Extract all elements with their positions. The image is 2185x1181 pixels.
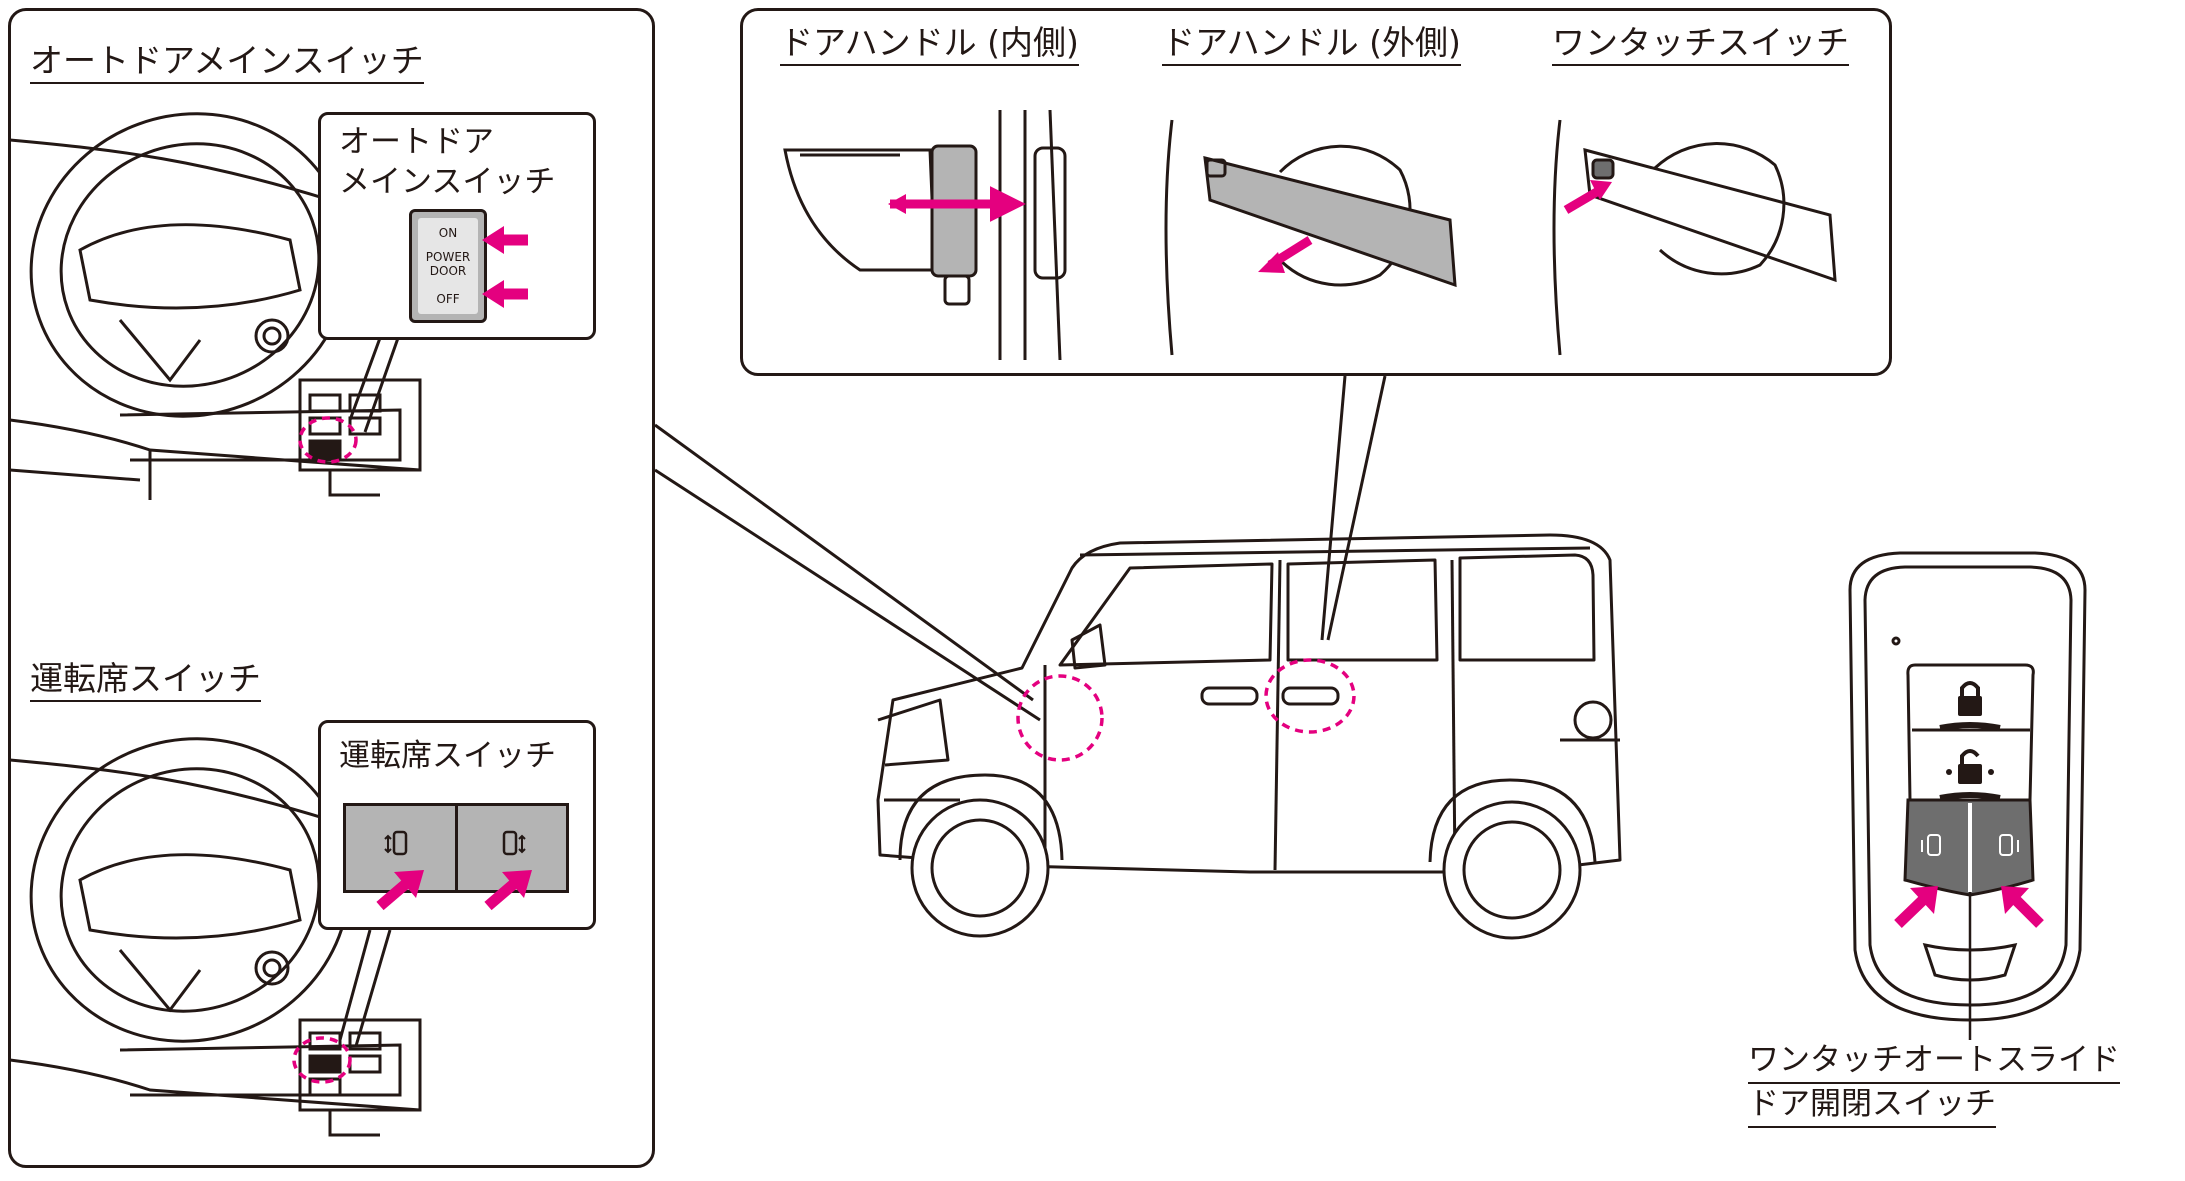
driver-switch-leader-line bbox=[338, 929, 392, 1047]
fob-right-door-icon bbox=[1999, 834, 2019, 856]
left-panel-leader-lower bbox=[654, 468, 1041, 722]
top-panel-leader-left bbox=[1320, 375, 1347, 641]
main-switch-heading: オートドアメインスイッチ bbox=[30, 42, 424, 84]
driver-switch-heading: 運転席スイッチ bbox=[30, 660, 261, 702]
fob-left-arrow bbox=[1894, 894, 1929, 928]
switch-power-label: POWER bbox=[425, 250, 471, 264]
one-touch-heading: ワンタッチスイッチ bbox=[1552, 24, 1849, 66]
one-touch-illustration bbox=[1552, 119, 1837, 356]
main-switch-arrows bbox=[482, 226, 528, 308]
left-panel-leader-upper bbox=[654, 423, 1034, 702]
car-illustration bbox=[876, 533, 1622, 874]
right-door-icon bbox=[502, 830, 526, 856]
switch-door-label: DOOR bbox=[429, 264, 467, 278]
key-fob-label: ワンタッチオートスライド ドア開閉スイッチ bbox=[1748, 1040, 2120, 1128]
dashboard-illustration-bottom bbox=[9, 737, 422, 1137]
power-door-switch[interactable]: ON POWER DOOR OFF bbox=[409, 209, 487, 323]
outer-handle-illustration bbox=[1164, 119, 1457, 356]
main-switch-leader-line bbox=[348, 337, 400, 433]
fob-left-door-icon bbox=[1921, 834, 1941, 856]
dashboard-illustration-top bbox=[9, 112, 422, 500]
switch-on-label: ON bbox=[438, 226, 458, 240]
one-touch-arrowhead bbox=[1590, 180, 1612, 200]
fob-lock-icon bbox=[1958, 681, 1982, 716]
key-fob-label-line2: ドア開閉スイッチ bbox=[1748, 1084, 1996, 1128]
driver-switch-highlight-circle bbox=[292, 1036, 352, 1084]
main-switch-callout: オートドア メインスイッチ ON POWER DOOR OFF bbox=[318, 112, 596, 340]
power-door-switch-face bbox=[418, 218, 478, 314]
main-switch-highlight-circle bbox=[298, 416, 358, 464]
outer-handle-heading: ドアハンドル (外側) bbox=[1162, 24, 1461, 66]
driver-switch-right-door-button[interactable] bbox=[458, 806, 567, 890]
top-panel-leader-right bbox=[1326, 375, 1387, 641]
car-door-handles bbox=[1200, 686, 1340, 706]
driver-switch-arrows bbox=[376, 870, 532, 911]
driver-switch-panel bbox=[343, 803, 569, 893]
inner-handle-illustration bbox=[783, 109, 1067, 361]
driver-switch-left-door-button[interactable] bbox=[346, 806, 458, 890]
key-fob-label-line1: ワンタッチオートスライド bbox=[1748, 1040, 2120, 1084]
fob-right-arrow bbox=[2010, 894, 2044, 928]
key-fob-illustration bbox=[1848, 551, 2087, 1040]
switch-off-label: OFF bbox=[436, 292, 460, 306]
driver-switch-callout-title: 運転席スイッチ bbox=[339, 738, 556, 774]
car-wheels bbox=[910, 798, 1582, 940]
right-door-arrow bbox=[484, 877, 520, 911]
inner-handle-heading: ドアハンドル (内側) bbox=[780, 24, 1079, 66]
main-switch-callout-title-line2: メインスイッチ bbox=[339, 164, 556, 200]
left-door-icon bbox=[384, 830, 408, 856]
car-handle-highlight-circle bbox=[1264, 658, 1356, 734]
fob-left-arrowhead bbox=[1910, 886, 1938, 914]
fob-right-arrowhead bbox=[2001, 886, 2029, 914]
one-touch-arrow bbox=[1563, 186, 1603, 214]
outer-handle-arrowhead bbox=[1258, 252, 1285, 273]
left-door-arrow bbox=[376, 877, 412, 911]
main-switch-callout-title-line1: オートドア bbox=[339, 124, 494, 160]
driver-switch-callout: 運転席スイッチ bbox=[318, 720, 596, 930]
fob-unlock-icon bbox=[1946, 749, 1994, 784]
car-front-highlight-circle bbox=[1016, 674, 1104, 762]
